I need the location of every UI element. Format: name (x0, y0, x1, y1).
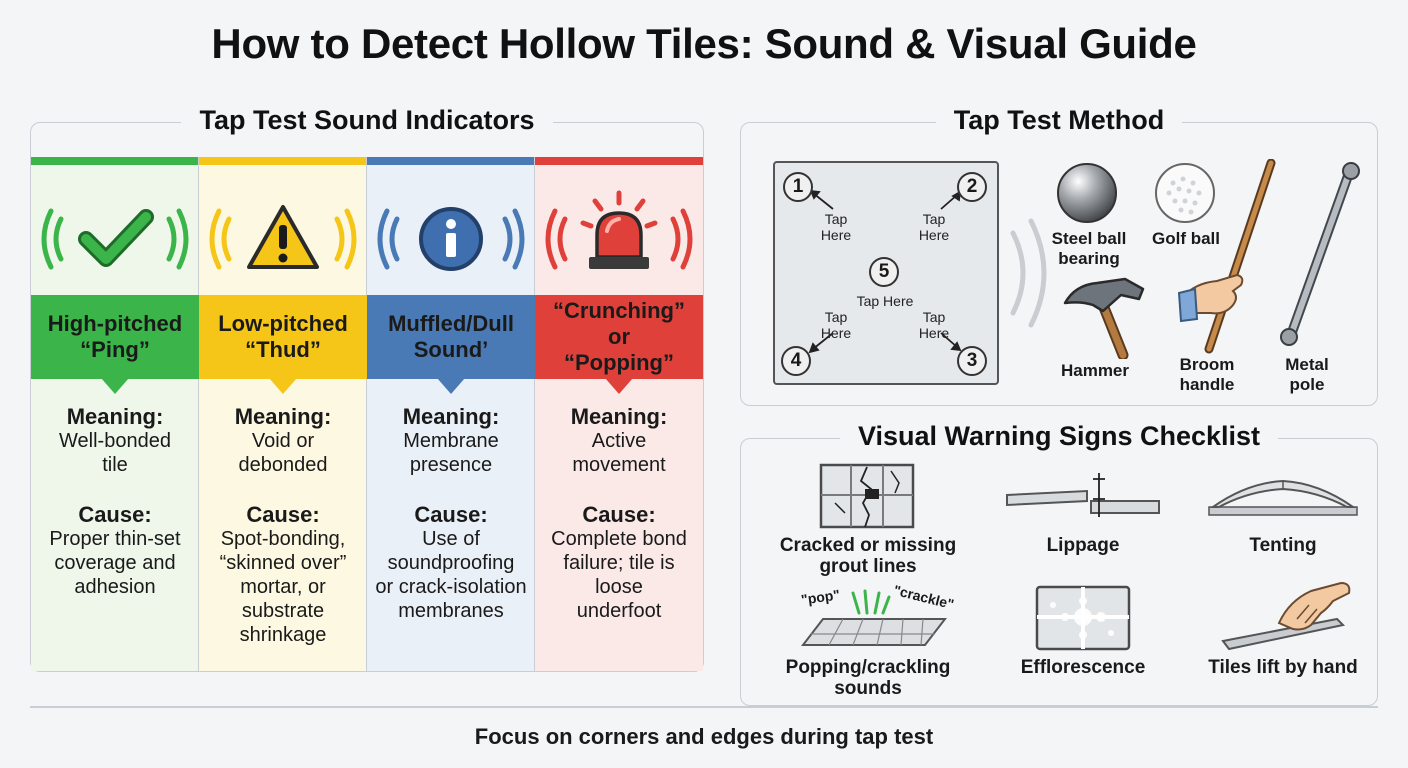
cause-label: Cause: (414, 502, 488, 527)
meaning-label: Meaning: (66, 404, 164, 429)
column-text: Meaning: Void or debonded Cause: Spot-bo… (199, 405, 367, 647)
column-text: Meaning: Active movement Cause: Complete… (535, 405, 703, 623)
tap-point-1: 1 (783, 172, 813, 202)
cause-text: Complete bond failure; tile is loose und… (551, 528, 687, 622)
sound-wave-icon (1010, 218, 1047, 328)
sound-panel-title: Tap Test Sound Indicators (181, 105, 553, 135)
sound-label: “Crunching” or “Popping” (535, 295, 703, 379)
tap-here-label-2: Tap Here (918, 211, 950, 243)
tap-point-3: 3 (957, 346, 987, 376)
efflorescence-label: Efflorescence (1020, 657, 1146, 678)
metal-pole-icon (1280, 162, 1360, 346)
cause-label: Cause: (246, 502, 320, 527)
sound-label: Low-pitched “Thud” (199, 295, 367, 379)
checklist-panel-title: Visual Warning Signs Checklist (839, 421, 1279, 451)
footer-note: Focus on corners and edges during tap te… (474, 724, 934, 749)
column-top-bar (535, 157, 703, 165)
broom-handle-icon (1177, 159, 1276, 354)
metal-pole-label: Metal pole (1285, 355, 1329, 394)
tap-point-4: 4 (781, 346, 811, 376)
sound-column-ping: High-pitched “Ping” Meaning: Well-bonded… (31, 157, 199, 671)
cause-text: Proper thin-set coverage and adhesion (49, 528, 181, 598)
meaning-label: Meaning: (570, 404, 668, 429)
column-top-bar (367, 157, 534, 165)
column-text: Meaning: Membrane presence Cause: Use of… (367, 405, 535, 623)
column-top-bar (31, 157, 198, 165)
tap-panel-title: Tap Test Method (935, 105, 1183, 135)
tap-test-method-panel: Tap Test Method 1 2 3 4 5 Tap Here Tap H… (740, 105, 1378, 406)
hand-lifting-tile-icon (1221, 581, 1351, 651)
meaning-label: Meaning: (402, 404, 500, 429)
column-text: Meaning: Well-bonded tile Cause: Proper … (31, 405, 199, 599)
popping-tile-icon (800, 589, 948, 646)
sound-indicators-panel: Tap Test Sound Indicators High-pitched “… (30, 105, 704, 672)
tap-here-label-5: Tap Here (856, 293, 914, 309)
band-pointer (437, 378, 465, 394)
band-pointer (269, 378, 297, 394)
steel-ball-icon (1057, 163, 1117, 223)
info-icon (377, 207, 525, 271)
cause-text: Use of soundproofing or crack-isolation … (375, 528, 527, 622)
meaning-text: Void or debonded (238, 430, 328, 476)
lippage-icon (1006, 473, 1160, 517)
efflorescence-icon (1035, 585, 1131, 651)
sound-column-crunching: “Crunching” or “Popping” Meaning: Active… (535, 157, 703, 671)
tap-point-5: 5 (869, 257, 899, 287)
cause-text: Spot-bonding, “skinned over” mortar, or … (219, 528, 347, 646)
tap-here-label-1: Tap Here (820, 211, 852, 243)
sound-label: Muffled/Dull Sound’ (367, 295, 535, 379)
band-pointer (101, 378, 129, 394)
tenting-label: Tenting (1249, 535, 1317, 556)
tenting-icon (1208, 479, 1358, 516)
cause-label: Cause: (582, 502, 656, 527)
popping-sounds-label: Popping/crackling sounds (785, 657, 951, 699)
alarm-light-icon (545, 190, 693, 270)
footer-divider (30, 706, 1378, 708)
golf-ball-label: Golf ball (1152, 229, 1220, 248)
cause-label: Cause: (78, 502, 152, 527)
band-pointer (605, 378, 633, 394)
tiles-lift-label: Tiles lift by hand (1208, 657, 1358, 678)
column-top-bar (199, 157, 366, 165)
tap-point-2: 2 (957, 172, 987, 202)
sound-label: High-pitched “Ping” (31, 295, 199, 379)
sound-columns: High-pitched “Ping” Meaning: Well-bonded… (31, 157, 703, 671)
tap-here-label-4: Tap Here (820, 309, 852, 341)
warning-icon (209, 205, 357, 270)
meaning-text: Membrane presence (403, 430, 499, 476)
broom-handle-label: Broom handle (1179, 355, 1235, 394)
lippage-label: Lippage (1046, 535, 1120, 556)
meaning-text: Well-bonded tile (59, 430, 171, 476)
page-title: How to Detect Hollow Tiles: Sound & Visu… (211, 20, 1197, 67)
meaning-text: Active movement (572, 430, 666, 476)
hammer-label: Hammer (1060, 361, 1130, 380)
cracked-grout-label: Cracked or missing grout lines (779, 535, 957, 577)
golf-ball-icon (1155, 163, 1215, 223)
sound-column-thud: Low-pitched “Thud” Meaning: Void or debo… (199, 157, 367, 671)
tap-here-label-3: Tap Here (918, 309, 950, 341)
cracked-tile-icon (819, 463, 915, 529)
hammer-icon (1063, 277, 1145, 359)
steel-ball-label: Steel ball bearing (1051, 229, 1127, 268)
sound-column-muffled: Muffled/Dull Sound’ Meaning: Membrane pr… (367, 157, 535, 671)
checkmark-icon (41, 208, 189, 270)
meaning-label: Meaning: (234, 404, 332, 429)
visual-warning-signs-panel: Visual Warning Signs Checklist Cracked o… (740, 421, 1378, 706)
